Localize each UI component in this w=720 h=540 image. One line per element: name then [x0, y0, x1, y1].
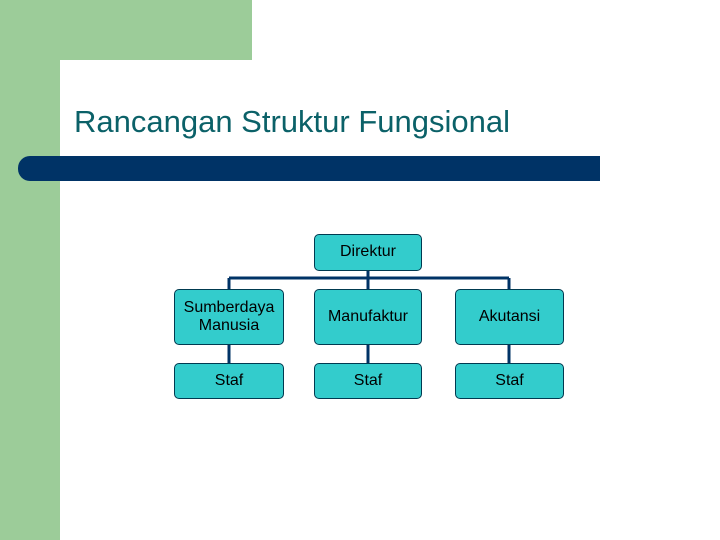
title-underline-bar — [18, 156, 600, 181]
content-corner — [60, 60, 120, 120]
node-department-manufaktur: Manufaktur — [314, 289, 422, 345]
slide-title: Rancangan Struktur Fungsional — [74, 104, 510, 139]
node-department-akutansi: Akutansi — [455, 289, 564, 345]
node-direktur: Direktur — [314, 234, 422, 271]
node-staf-akutansi: Staf — [455, 363, 564, 399]
node-staf-sdm: Staf — [174, 363, 284, 399]
node-department-sdm: Sumberdaya Manusia — [174, 289, 284, 345]
background-accent-top — [0, 0, 252, 60]
background-accent-left — [0, 0, 60, 540]
node-staf-manufaktur: Staf — [314, 363, 422, 399]
